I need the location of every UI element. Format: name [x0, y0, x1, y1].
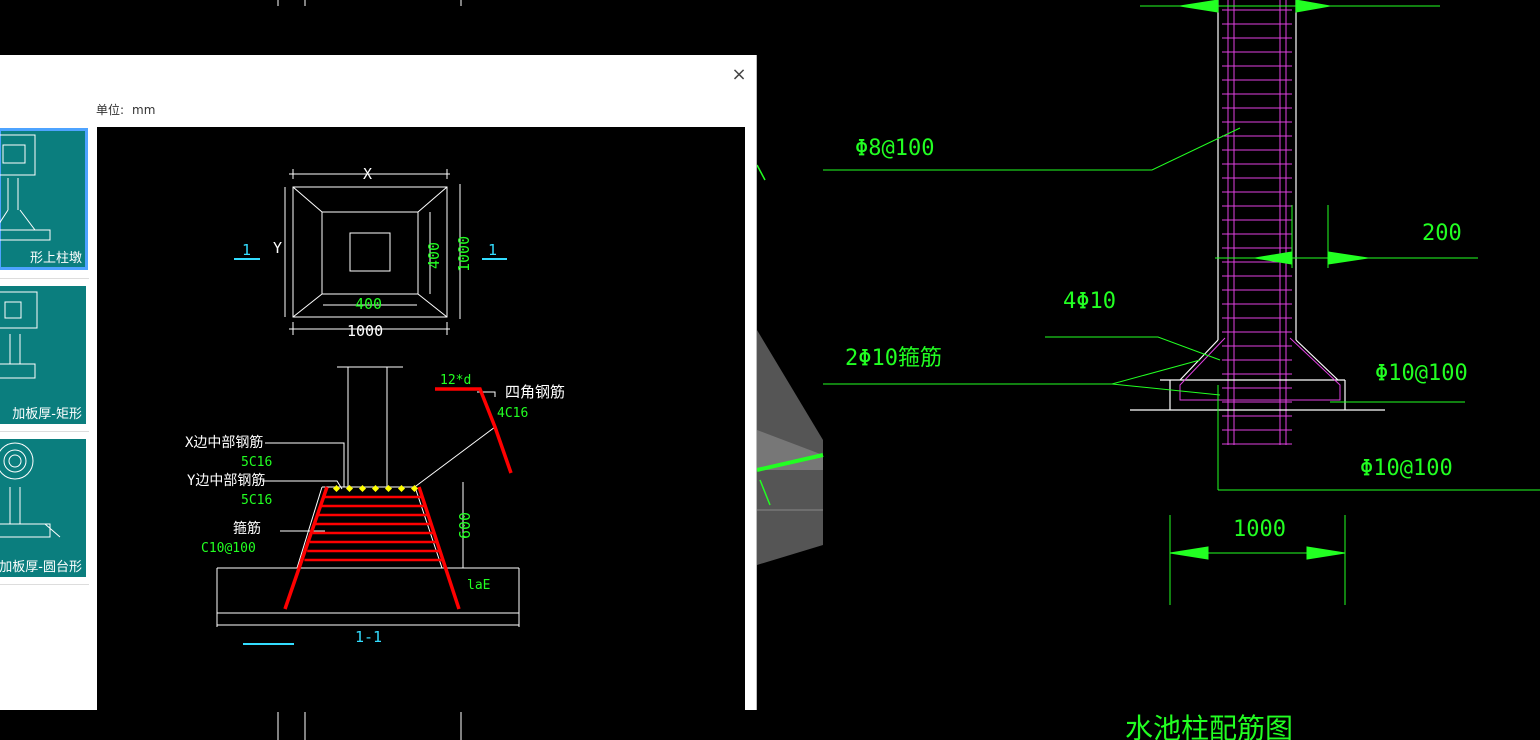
unit-value: mm — [132, 103, 156, 117]
pier-type-label: 加板厚-矩形 — [12, 407, 82, 422]
x-mid-bar-label: X边中部钢筋 — [185, 434, 263, 451]
leader-lines — [823, 0, 1478, 605]
pier-type-item-3[interactable]: 加板厚-圆台形 — [0, 439, 86, 577]
y-mid-bar-spec: 5C16 — [241, 493, 272, 508]
pier-type-label: 形上柱墩 — [29, 251, 82, 266]
hook-length-label: 12*d — [440, 373, 471, 388]
unit-label: 单位: — [96, 103, 125, 117]
plan-x-label: X — [363, 165, 372, 183]
pier-type-thumb-icon — [0, 291, 38, 379]
dim-1000-vertical: 1000 — [455, 236, 473, 272]
label-phi10-b: Φ10@100 — [1360, 456, 1453, 481]
pier-type-item-2[interactable]: 加板厚-矩形 — [0, 286, 86, 424]
column-pier-dialog: × 单位: mm 形上柱墩 加板厚-矩形 — [0, 55, 757, 710]
plan-y-label: Y — [273, 239, 282, 257]
section-mark-left: 1 — [242, 241, 251, 259]
dim-1000-horizontal: 1000 — [347, 322, 383, 340]
label-4phi10: 4Φ10 — [1063, 289, 1116, 314]
stirrup-label: 箍筋 — [233, 520, 261, 537]
dim-400-vertical: 400 — [425, 242, 443, 269]
pier-type-label: 加板厚-圆台形 — [0, 560, 82, 575]
pier-type-thumb-icon — [0, 134, 51, 241]
unit-row: 单位: mm — [96, 101, 155, 118]
label-2phi10-stirrup: 2Φ10箍筋 — [845, 346, 942, 371]
section-mark-right: 1 — [488, 241, 497, 259]
pier-type-list: 形上柱墩 加板厚-矩形 加板厚-圆台形 — [0, 128, 89, 710]
pier-type-item-1[interactable]: 形上柱墩 — [0, 128, 88, 270]
label-200: 200 — [1422, 221, 1462, 246]
close-button[interactable]: × — [731, 64, 747, 85]
label-phi10-a: Φ10@100 — [1375, 361, 1468, 386]
label-phi8: Φ8@100 — [855, 136, 934, 161]
pier-type-thumb-icon — [0, 442, 61, 538]
section-title: 1-1 — [355, 628, 382, 646]
corner-bar-label: 四角钢筋 — [505, 383, 565, 401]
height-600-label: 600 — [456, 512, 474, 539]
column-rebar-cage — [1130, 0, 1540, 491]
dim-400-horizontal: 400 — [355, 295, 382, 313]
corner-bar-spec: 4C16 — [497, 406, 528, 421]
y-mid-bar-label: Y边中部钢筋 — [187, 472, 265, 489]
preview-drawing: X Y 400 1000 400 1000 1 1 1-1 12*d 四角钢筋 … — [97, 127, 745, 710]
anchor-length-label: laE — [467, 578, 490, 593]
drawing-title: 水池柱配筋图 — [1125, 712, 1293, 740]
slab-3d-fragment — [756, 164, 824, 565]
stirrup-spec: C10@100 — [201, 541, 256, 556]
label-1000: 1000 — [1233, 517, 1286, 542]
x-mid-bar-spec: 5C16 — [241, 455, 272, 470]
